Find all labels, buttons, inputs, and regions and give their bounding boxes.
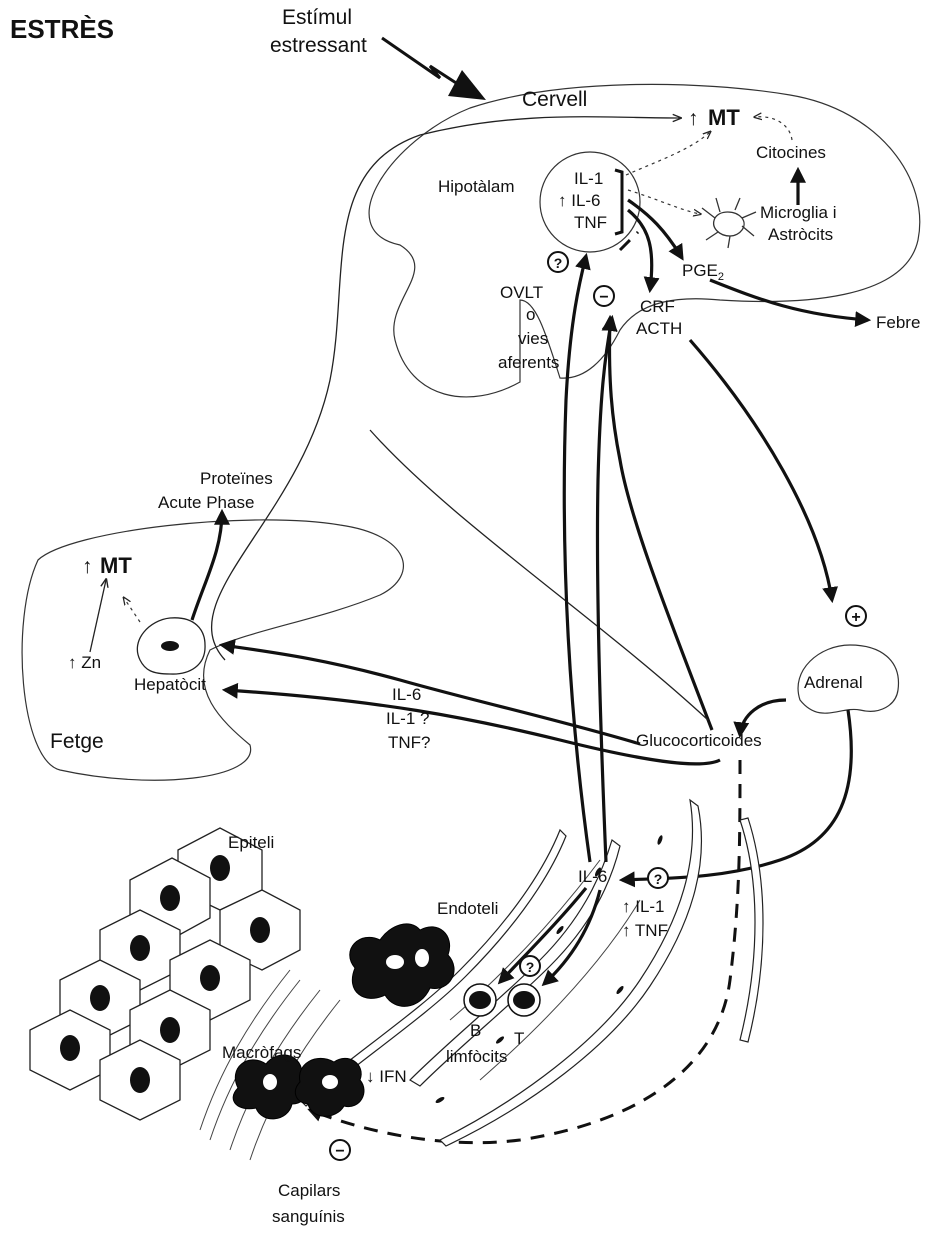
pge2-label: PGE2 — [682, 261, 724, 283]
acth-label: ACTH — [636, 319, 682, 338]
hypothalamus-label: Hipotàlam — [438, 177, 515, 196]
macrophage-upper — [349, 923, 455, 1007]
arrow-gluco-to-crf — [601, 314, 714, 731]
epithelium-label: Epiteli — [228, 833, 274, 852]
arrow-hepatocyte-to-mt — [124, 598, 141, 623]
arrow-hypo-to-crf — [626, 208, 660, 294]
dashed-hypo-link — [618, 230, 640, 252]
arrow-hypo-to-microglia — [627, 189, 700, 214]
b-lymphocyte — [463, 983, 497, 1017]
capillaries-label-1: Capilars — [278, 1181, 340, 1200]
plus-badge-adrenal: + — [845, 605, 867, 627]
liver-label: Fetge — [50, 730, 104, 753]
arrow-pge2-to-fever — [709, 278, 872, 328]
lightning-arrow — [381, 36, 486, 100]
minus-badge-crf: − — [593, 285, 615, 307]
arrow-il6-to-b — [497, 886, 588, 985]
crf-label: CRF — [640, 297, 675, 316]
arrow-acth-to-adrenal — [688, 338, 839, 604]
macrophages-label: Macròfags — [222, 1043, 301, 1062]
microglia-label-2: Astròcits — [768, 225, 833, 244]
arrow-gluco-to-ovlt — [369, 429, 709, 721]
arrow-hypo-to-pge2 — [627, 198, 684, 261]
liver-il1: IL-1 ? — [386, 709, 429, 728]
hypo-il6: ↑ IL-6 — [558, 191, 601, 210]
ovlt-label-2: o — [526, 305, 535, 324]
arrow-hepatocyte-to-proteins — [190, 508, 230, 621]
liver-zn: ↑ Zn — [68, 653, 101, 672]
liver-il6: IL-6 — [392, 685, 421, 704]
t-lymphocyte — [507, 983, 541, 1017]
minus-badge-capillary: − — [329, 1139, 351, 1161]
endothelium-label: Endoteli — [437, 899, 498, 918]
svg-text:?: ? — [526, 959, 535, 975]
liver-mt: MT — [100, 553, 132, 578]
liver-outline — [21, 519, 404, 781]
fever-label: Febre — [876, 313, 920, 332]
arrow-gluco-to-hepatocyte — [218, 638, 641, 746]
ovlt-label-3: vies — [518, 329, 548, 348]
arrow-adrenal-to-gluco — [733, 698, 787, 739]
liver-mt-arrow: ↑ — [82, 555, 93, 578]
hypothalamus-circle — [539, 151, 641, 253]
stimulus-label-1: Estímul — [282, 6, 352, 29]
proteins-label-2: Acute Phase — [158, 493, 254, 512]
ovlt-label-4: aferents — [498, 353, 559, 372]
hepatocyte-cell — [136, 617, 206, 675]
svg-text:?: ? — [554, 255, 563, 271]
capillary-vessels — [299, 798, 764, 1147]
ifn-label: ↓ IFN — [366, 1067, 407, 1086]
epithelium-cells — [29, 827, 301, 1121]
arrow-zn-to-mt — [89, 580, 106, 653]
arrow-cytokines-to-mt — [755, 117, 793, 141]
brain-cytokines: Citocines — [756, 143, 826, 162]
svg-text:−: − — [335, 1143, 344, 1160]
macrophage-lower-right — [294, 1057, 365, 1117]
adrenal-outline — [797, 644, 900, 714]
adrenal-label: Adrenal — [804, 673, 863, 692]
brain-label: Cervell — [522, 88, 587, 111]
hepatocyte-label: Hepatòcit — [134, 675, 206, 694]
arrow-il6-to-ovlt — [595, 314, 618, 863]
hypo-bracket — [614, 168, 624, 236]
title: ESTRÈS — [10, 14, 114, 44]
brain-mt: MT — [708, 105, 740, 130]
svg-text:+: + — [851, 609, 860, 626]
svg-text:?: ? — [654, 871, 663, 887]
svg-text:−: − — [599, 289, 608, 306]
glucocorticoids-label: Glucocorticoides — [636, 731, 762, 750]
microglia-label-1: Microglia i — [760, 203, 837, 222]
question-badge-lymph: ? — [519, 955, 541, 977]
il6-label: IL-6 — [578, 867, 607, 886]
capillaries-label-2: sanguínis — [272, 1207, 345, 1226]
brain-mt-arrow: ↑ — [688, 107, 699, 130]
arrow-il6-to-hypo — [562, 252, 592, 863]
t-label: T — [514, 1029, 524, 1048]
il1-label: ↑ IL-1 — [622, 897, 665, 916]
question-badge-ovlt: ? — [547, 251, 569, 273]
arrow-il6-to-hepatocyte — [221, 682, 721, 766]
macrophage-lower-left — [232, 1054, 311, 1120]
tnf-label: ↑ TNF — [622, 921, 668, 940]
arrow-il6-to-t — [541, 889, 602, 987]
ovlt-label-1: OVLT — [500, 283, 543, 302]
arrow-hypo-to-mt — [625, 132, 710, 176]
arrow-brain-mt-to-liver — [211, 117, 680, 661]
proteins-label-1: Proteïnes — [200, 469, 273, 488]
b-label: B — [470, 1021, 481, 1040]
question-badge-il6: ? — [647, 867, 669, 889]
brain-outline — [368, 83, 921, 398]
lymphocytes-label: limfòcits — [446, 1047, 507, 1066]
microglia-icon — [701, 197, 757, 249]
dashed-gluco-to-macrophages — [307, 759, 742, 1145]
hypo-il1: IL-1 — [574, 169, 603, 188]
stimulus-label-2: estressant — [270, 34, 367, 57]
liver-tnf: TNF? — [388, 733, 431, 752]
hypo-tnf: TNF — [574, 213, 607, 232]
